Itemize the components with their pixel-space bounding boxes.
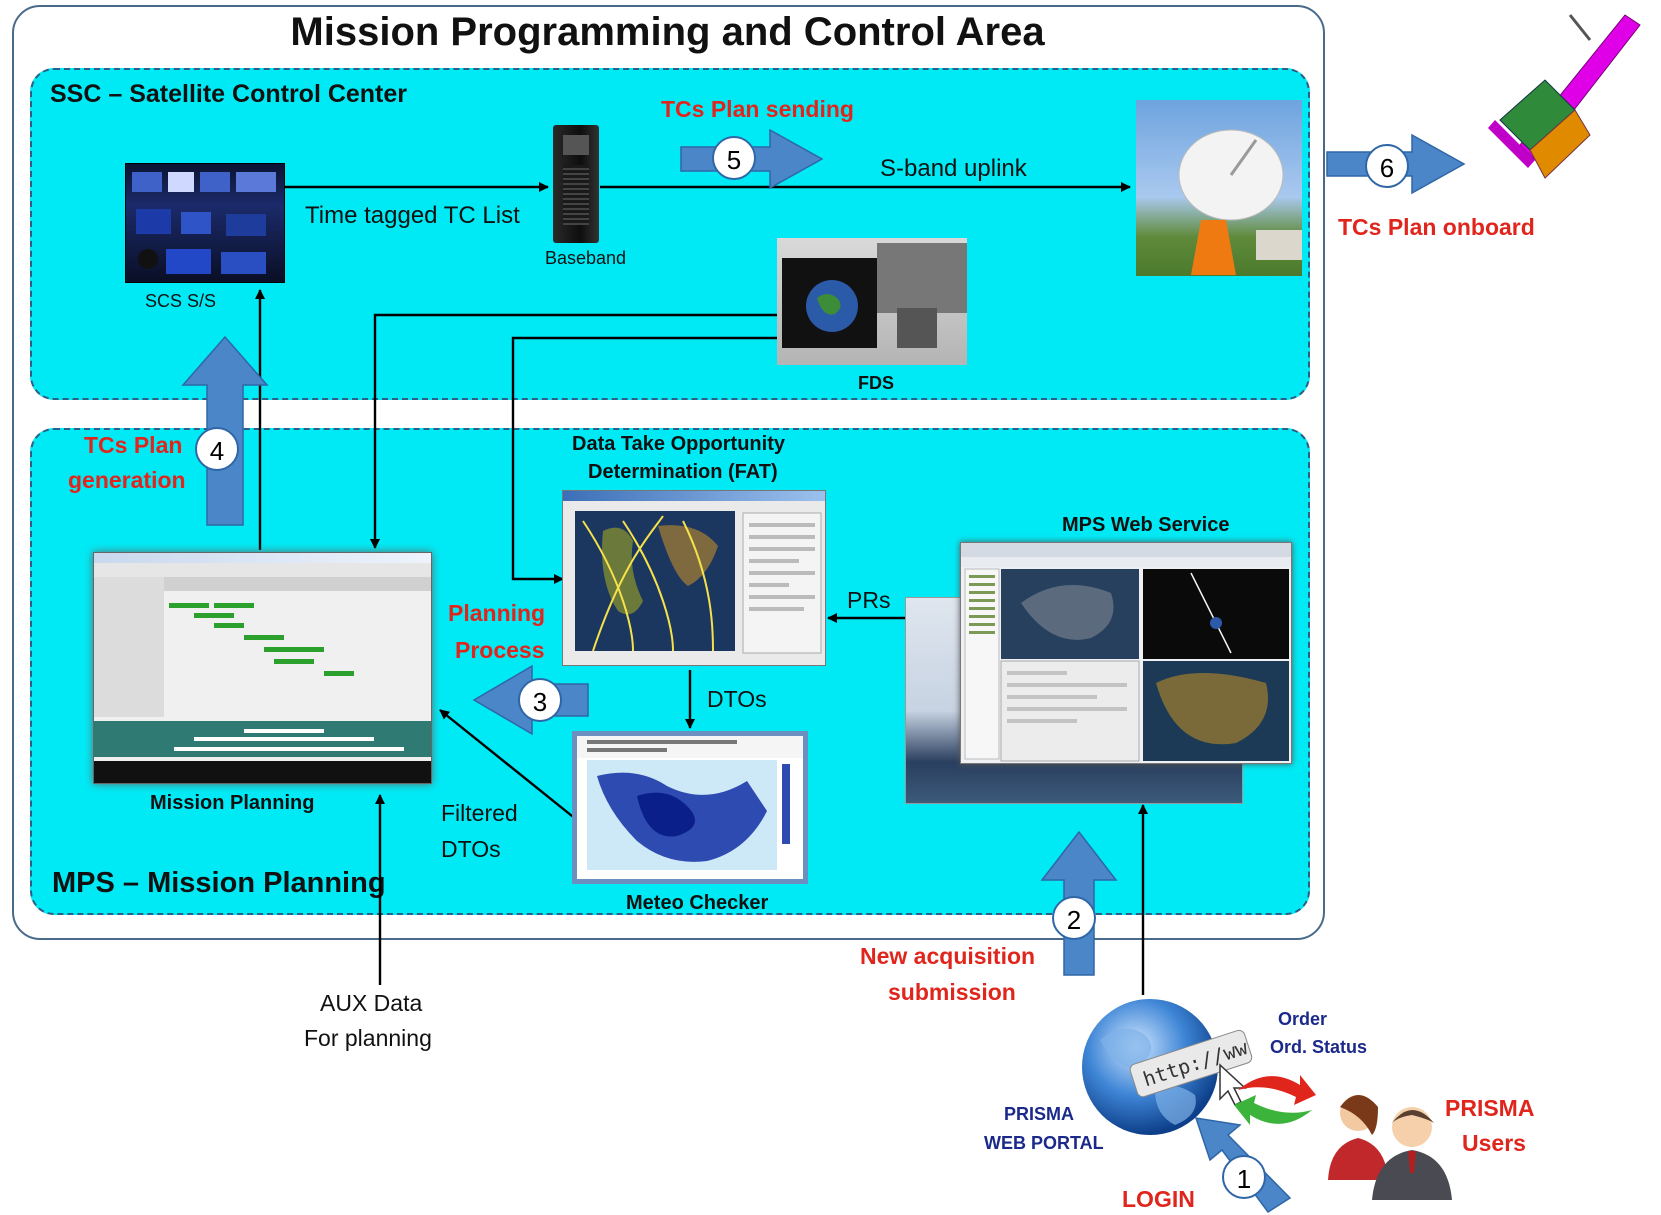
portal-label-line2: WEB PORTAL — [984, 1133, 1104, 1153]
prs-label: PRs — [847, 587, 891, 613]
step-3-label-line2: Process — [455, 637, 545, 663]
users-label-line2: Users — [1462, 1130, 1526, 1156]
step-4-badge: 4 — [195, 427, 239, 471]
mission-planning-window — [93, 552, 432, 784]
fds-to-planning-connector — [370, 313, 782, 549]
meteo-checker-map — [572, 731, 808, 884]
scs-label: SCS S/S — [145, 291, 217, 311]
step-5-label: TCs Plan sending — [661, 96, 854, 122]
diagram-title: Mission Programming and Control Area — [290, 10, 1045, 54]
step-3-badge: 3 — [518, 678, 562, 722]
step-2-number: 2 — [1066, 905, 1082, 935]
mission-planning-label: Mission Planning — [150, 792, 315, 814]
order-label: Order — [1278, 1009, 1328, 1029]
tc-list-label: Time tagged TC List — [305, 202, 520, 229]
step-3-label-line1: Planning — [448, 600, 546, 626]
order-status-label: Ord. Status — [1270, 1037, 1368, 1057]
step-6-badge: 6 — [1365, 144, 1409, 188]
web-service-label: MPS Web Service — [1062, 514, 1230, 536]
portal-label-line1: PRISMA — [1004, 1104, 1075, 1124]
aux-label-line1: AUX Data — [320, 990, 423, 1016]
fds-label: FDS — [858, 373, 894, 393]
step-1-label: LOGIN — [1122, 1186, 1195, 1212]
scs-control-room-image — [125, 163, 285, 283]
ground-station-antenna-image — [1136, 100, 1302, 276]
baseband-server-icon — [553, 125, 599, 243]
satellite-icon — [1488, 14, 1641, 179]
exchange-arrows-icon — [1234, 1075, 1316, 1125]
portal-globe-icon: http://ww — [1082, 999, 1253, 1135]
filtered-label-line1: Filtered — [441, 800, 518, 826]
aux-label-line2: For planning — [304, 1025, 432, 1051]
fat-label-line1: Data Take Opportunity — [572, 433, 785, 455]
meteo-label: Meteo Checker — [626, 892, 769, 914]
meteo-to-planning-connector — [439, 709, 578, 821]
step-4-label-line1: TCs Plan — [84, 432, 183, 458]
fat-ground-track-window — [562, 490, 826, 666]
users-label-line1: PRISMA — [1445, 1095, 1535, 1121]
users-icon — [1328, 1095, 1452, 1200]
step-5-badge: 5 — [712, 136, 756, 180]
uplink-label: S-band uplink — [880, 155, 1027, 182]
step-4-number: 4 — [209, 436, 225, 466]
mps-zone-title: MPS – Mission Planning — [52, 867, 386, 899]
step-1-number: 1 — [1236, 1164, 1252, 1194]
filtered-label-line2: DTOs — [441, 836, 501, 862]
fds-screen-image — [777, 238, 967, 365]
web-service-window — [960, 542, 1292, 764]
step-3-number: 3 — [532, 687, 548, 717]
step-4-label-line2: generation — [68, 467, 186, 493]
step-2-label-line2: submission — [888, 979, 1016, 1005]
dtos-label: DTOs — [707, 686, 767, 712]
fat-label-line2: Determination (FAT) — [588, 461, 778, 483]
baseband-label: Baseband — [545, 248, 627, 268]
ssc-zone-title: SSC – Satellite Control Center — [50, 80, 408, 108]
step-1-badge: 1 — [1222, 1155, 1266, 1199]
step-2-badge: 2 — [1052, 896, 1096, 940]
step-2-label-line1: New acquisition — [860, 943, 1036, 969]
step-6-number: 6 — [1379, 153, 1395, 183]
step-6-label: TCs Plan onboard — [1338, 214, 1535, 240]
fds-to-fat-connector — [511, 336, 782, 584]
step-5-number: 5 — [726, 145, 742, 175]
